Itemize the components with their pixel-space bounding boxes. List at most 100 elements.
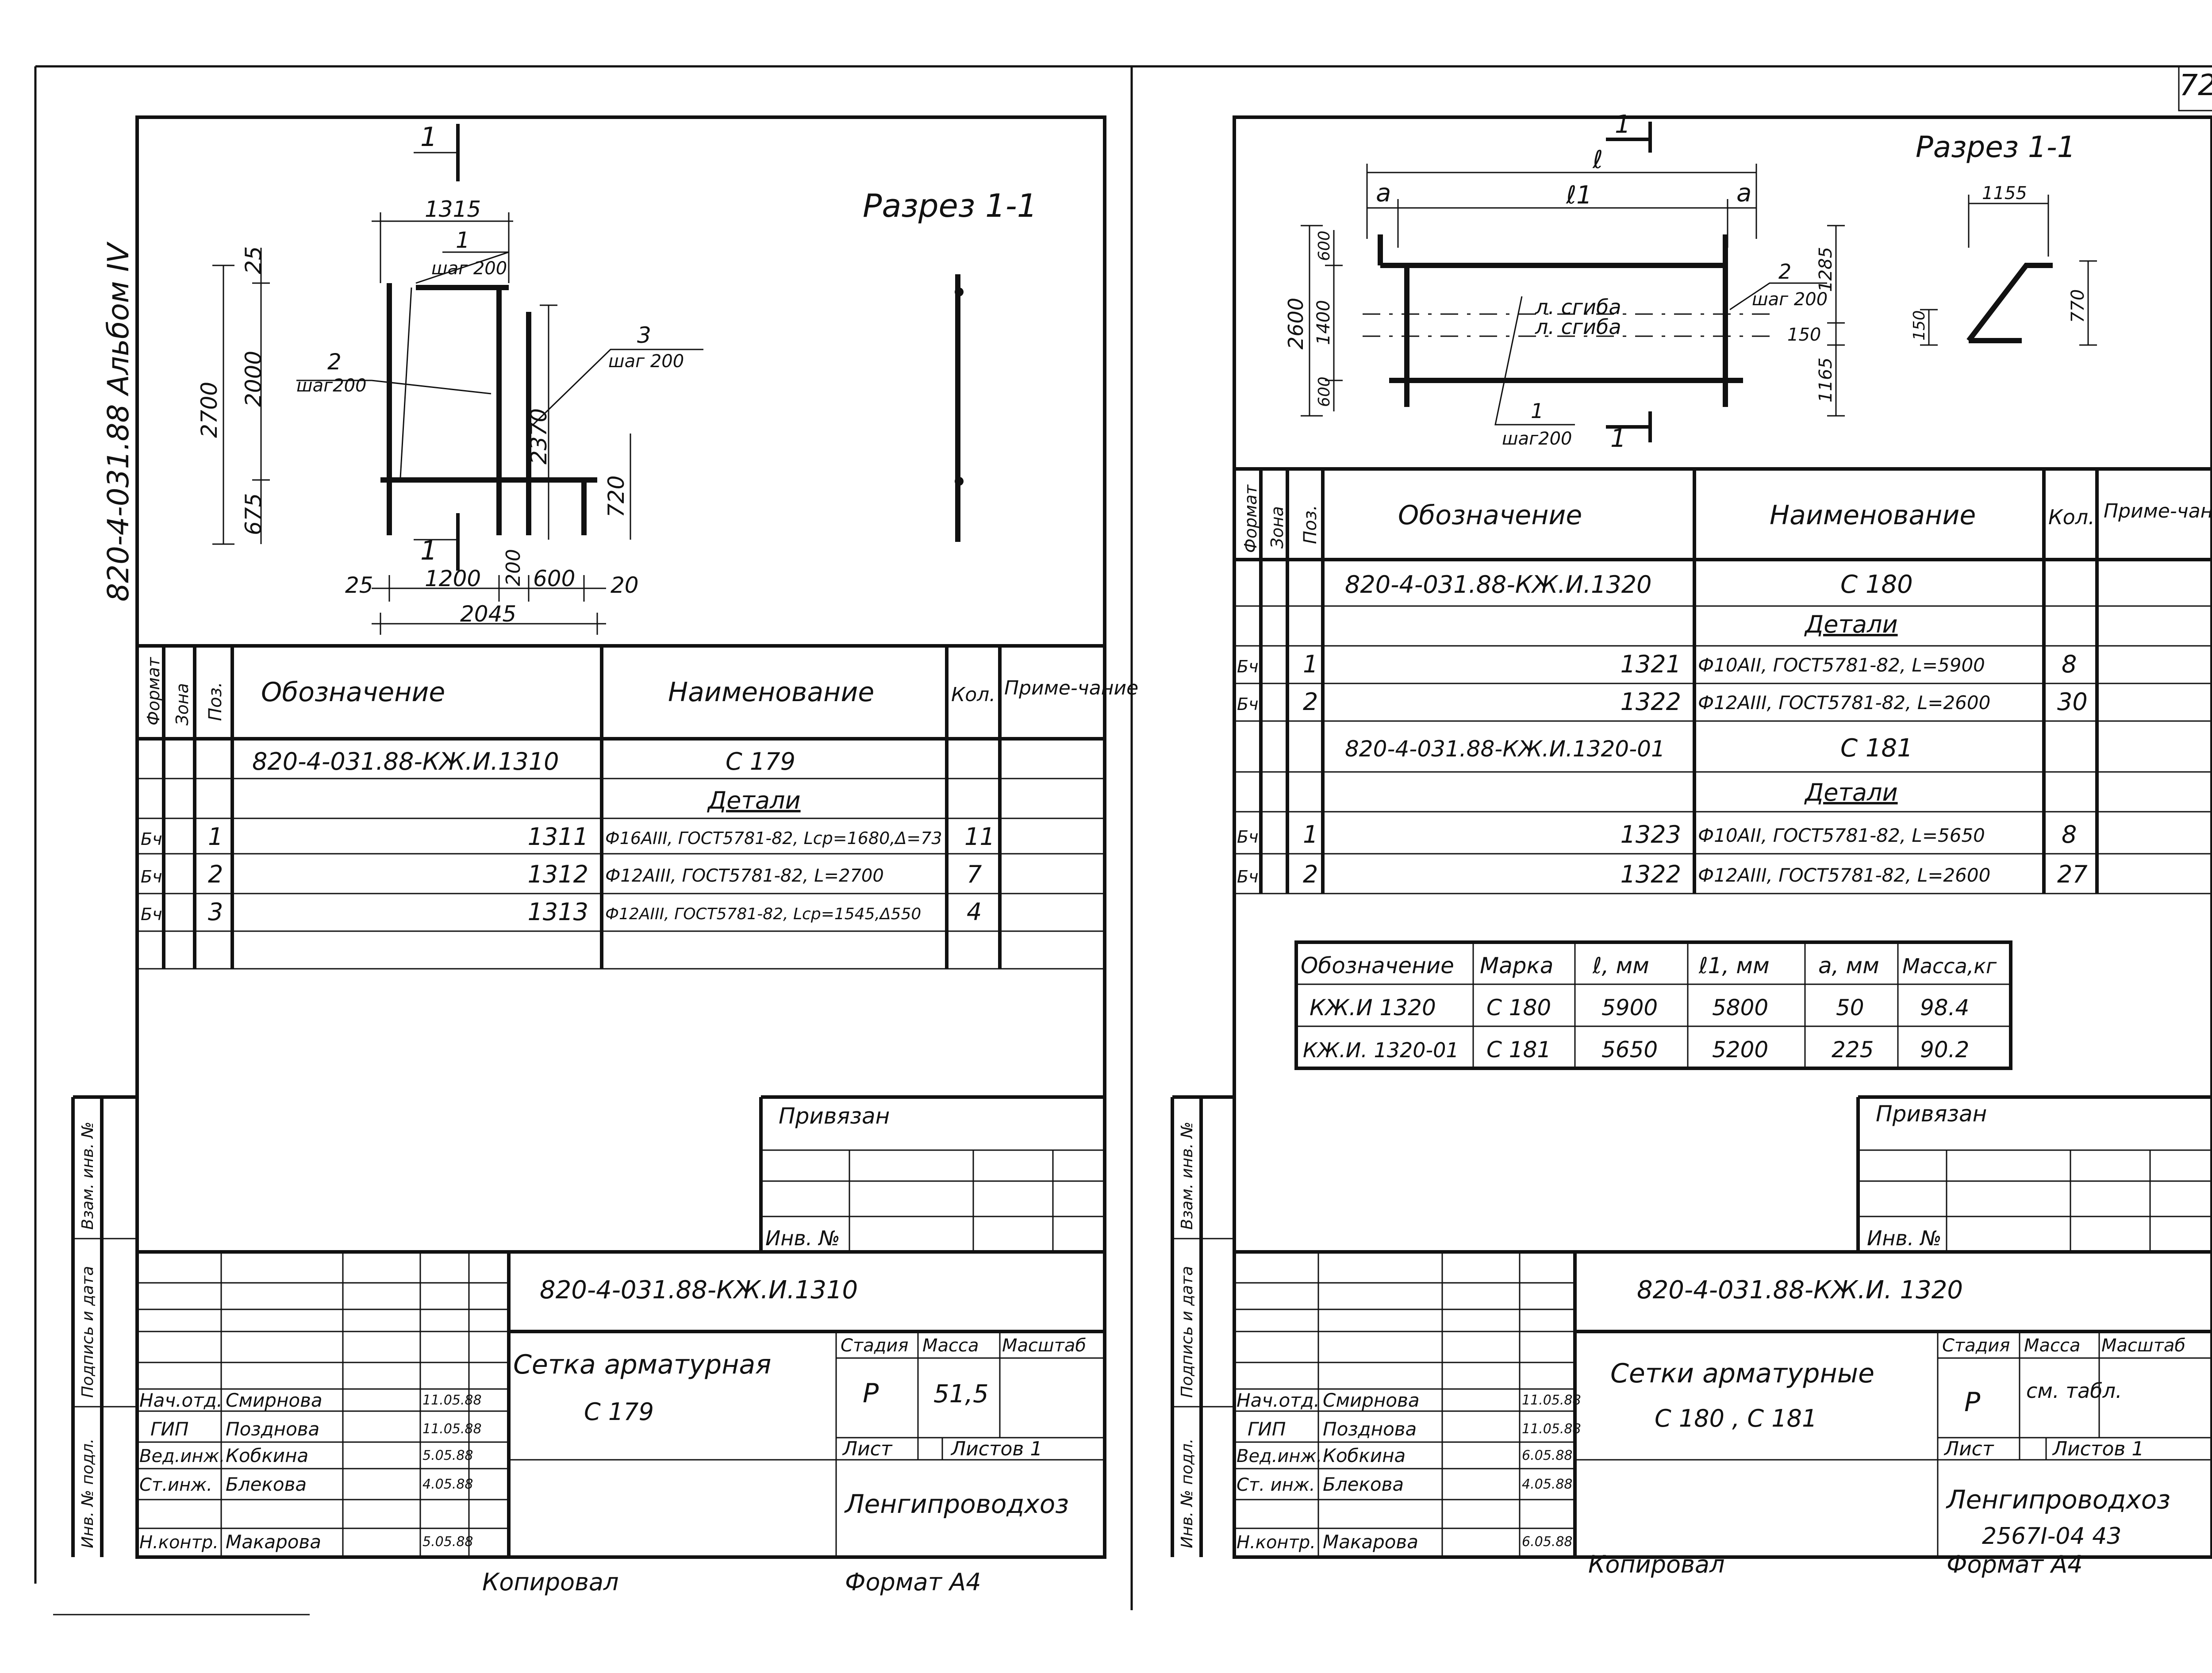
params-r0-c5: 98.4	[1920, 995, 1969, 1021]
left-mass: 51,5	[933, 1380, 989, 1408]
left-dim-2045: 2045	[460, 601, 516, 627]
right-dim-1165: 1165	[1816, 357, 1836, 403]
right-staff3-role: Ст. инж.	[1237, 1475, 1315, 1495]
params-r1-c1: С 181	[1486, 1037, 1551, 1063]
right-sheet: Разрез 1-1 1 1 ℓ a ℓ1 a л. сгиба л. сгиб…	[1171, 110, 2212, 1578]
right-callout-pos2-step: шаг 200	[1752, 289, 1828, 310]
left-footer-copied: Копировал	[482, 1568, 619, 1596]
right-hdr-format: Формат	[1241, 484, 1260, 553]
left-staff4-date: 5.05.88	[422, 1534, 473, 1550]
left-callout-pos3: 3	[637, 322, 651, 348]
params-r1-c3: 5200	[1712, 1037, 1768, 1063]
params-r0-c4: 50	[1836, 995, 1864, 1021]
right-privyazan: Привязан	[1876, 1101, 1987, 1127]
right-callout-pos1: 1	[1531, 399, 1544, 423]
right-dim-l1: ℓ1	[1566, 181, 1592, 210]
right-section-mark-bottom: 1	[1610, 424, 1626, 453]
right-footer-copied: Копировал	[1588, 1550, 1725, 1578]
left-dim-720: 720	[603, 476, 629, 518]
params-hdr-0: Обозначение	[1301, 953, 1454, 978]
params-hdr-3: ℓ1, мм	[1698, 953, 1770, 978]
params-r1-c5: 90.2	[1920, 1037, 1969, 1063]
left-row4-pos: 3	[208, 898, 223, 926]
right-dim-1285: 1285	[1816, 247, 1836, 292]
left-row3-qty: 7	[967, 860, 982, 888]
left-dim-20: 20	[611, 572, 639, 598]
right-privyazan-stamp: Привязан Инв. №	[1856, 1095, 2212, 1253]
left-row2-format: Бч	[141, 829, 162, 849]
right-dim-a-left: a	[1376, 179, 1391, 207]
right-row0-name: С 180	[1840, 570, 1913, 599]
left-privyazan: Привязан	[779, 1103, 890, 1129]
left-staff3-date: 4.05.88	[422, 1477, 473, 1492]
left-staff0-role: Нач.отд.	[139, 1389, 223, 1411]
params-r0-c1: С 180	[1486, 995, 1551, 1021]
section-mark-top: 1	[420, 122, 437, 153]
right-hdr-zone: Зона	[1267, 506, 1287, 549]
left-hdr-designation: Обозначение	[261, 677, 445, 708]
right-bend-line-2: л. сгиба	[1535, 315, 1621, 339]
left-footer-format: Формат А4	[845, 1568, 981, 1596]
left-mass-label: Масса	[922, 1335, 979, 1356]
left-hdr-format: Формат	[144, 656, 163, 725]
left-staff2-role: Вед.инж.	[139, 1446, 225, 1466]
right-row6-format: Бч	[1237, 827, 1259, 847]
left-sheets-label: Листов 1	[950, 1438, 1042, 1460]
left-staff4-name: Макарова	[226, 1531, 321, 1553]
right-section-title: Разрез 1-1	[1916, 130, 2076, 164]
left-row3-pos: 2	[208, 860, 223, 888]
left-callout-pos1-step: шаг 200	[431, 258, 507, 279]
params-hdr-1: Марка	[1480, 953, 1553, 978]
params-hdr-5: Масса,кг	[1902, 954, 1997, 978]
params-r0-c2: 5900	[1601, 995, 1658, 1021]
left-staff4-role: Н.контр.	[139, 1532, 219, 1553]
left-staff0-date: 11.05.88	[422, 1393, 482, 1408]
right-hdr-note: Приме-чание	[2104, 500, 2212, 522]
left-dim-600: 600	[533, 566, 575, 591]
right-row7-qty: 27	[2057, 860, 2088, 888]
left-callout-pos2-step: шаг200	[296, 376, 366, 396]
left-dim-2000: 2000	[241, 351, 266, 407]
right-row7-format: Бч	[1237, 867, 1259, 886]
right-hdr-designation: Обозначение	[1398, 500, 1582, 531]
left-row3-designation: 1312	[528, 860, 588, 888]
right-row2-pos: 1	[1303, 650, 1318, 678]
left-side-label-1: Подпись и дата	[79, 1266, 97, 1398]
left-title-line1: Сетка арматурная	[513, 1349, 771, 1380]
left-spec-table: Формат Зона Поз. Обозначение Наименовани…	[137, 644, 1138, 970]
right-side-label-0: Взам. инв. №	[1178, 1122, 1196, 1230]
page-number: 72	[2179, 68, 2212, 102]
right-row0-designation: 820-4-031.88-КЖ.И.1320	[1345, 571, 1651, 599]
right-title-block: 820-4-031.88-КЖ.И. 1320 Сетки арматурные…	[1234, 1250, 2212, 1557]
right-row5-name: Детали	[1804, 779, 1898, 806]
right-staff3-name: Блекова	[1323, 1473, 1404, 1495]
left-dim-200: 200	[502, 549, 525, 586]
left-dim-675: 675	[241, 493, 266, 535]
left-row3-format: Бч	[141, 867, 162, 886]
right-staff1-role: ГИП	[1248, 1418, 1286, 1440]
right-hdr-name: Наименование	[1770, 500, 1976, 531]
left-callout-pos1: 1	[456, 227, 470, 253]
right-dim-150: 150	[1787, 325, 1821, 345]
right-row4-designation: 820-4-031.88-КЖ.И.1320-01	[1345, 736, 1665, 762]
left-staff3-name: Блекова	[226, 1473, 307, 1495]
section-mark-bottom: 1	[420, 535, 437, 566]
left-callout-pos3-step: шаг 200	[608, 351, 684, 372]
right-org: Ленгипроводхоз	[1946, 1485, 2170, 1515]
right-staff1-date: 11.05.88	[1522, 1421, 1581, 1437]
left-sheet-label: Лист	[842, 1438, 893, 1460]
right-row3-qty: 30	[2057, 688, 2088, 716]
right-mass-label: Масса	[2024, 1335, 2081, 1356]
left-title-block: 820-4-031.88-КЖ.И.1310 Сетка арматурная …	[137, 1250, 1105, 1557]
params-r0-c0: КЖ.И 1320	[1310, 995, 1436, 1021]
left-dim-2370: 2370	[526, 408, 552, 464]
right-scale-label: Масштаб	[2101, 1335, 2185, 1356]
left-staff3-role: Ст.инж.	[139, 1475, 212, 1495]
right-side-strip: Взам. инв. № Подпись и дата Инв. № подл.	[1171, 1095, 1234, 1557]
right-section-dim-150: 150	[1910, 310, 1928, 341]
right-sheets-label: Листов 1	[2052, 1438, 2144, 1460]
right-dim-600a: 600	[1315, 230, 1333, 261]
left-title-line2: С 179	[584, 1398, 654, 1426]
right-callout-pos2: 2	[1778, 260, 1791, 284]
